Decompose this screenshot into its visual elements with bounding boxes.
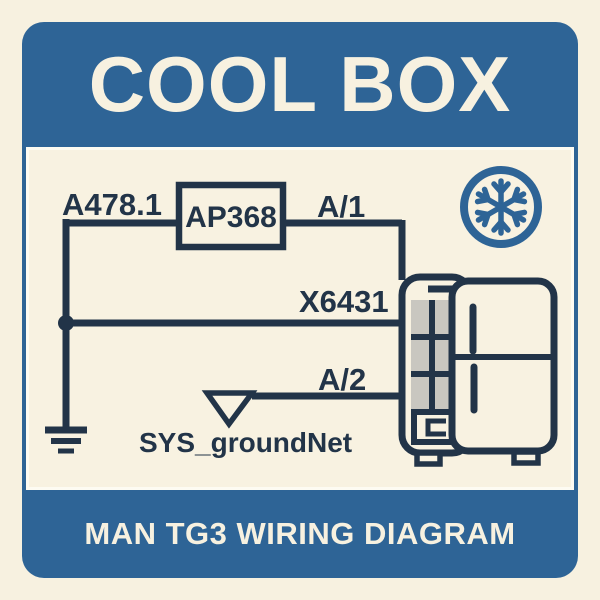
ground-net-triangle [201,390,258,429]
label-connector: X6431 [299,284,389,319]
label-pin-top: A/1 [317,189,365,224]
junction-dot [58,315,74,331]
fridge-feet [414,449,541,467]
page-title: COOL BOX [88,40,512,128]
label-component: AP368 [185,201,277,234]
label-supply-wire: A478.1 [62,187,162,222]
footer-title: MAN TG3 WIRING DIAGRAM [84,516,516,551]
header: COOL BOX [22,22,578,147]
ground-symbol [45,426,87,454]
footer: MAN TG3 WIRING DIAGRAM [22,490,578,578]
fridge-bottom-compartment [411,409,457,445]
label-ground-net: SYS_groundNet [139,427,352,458]
snowflake-icon [460,166,542,248]
fridge-grid-lines [411,300,452,410]
fridge-compartment-handle [425,418,446,437]
fridge-handles [469,303,478,414]
fridge-illustration [398,273,558,467]
label-pin-bottom: A/2 [318,362,366,397]
component-box [175,181,287,251]
wires [62,219,406,430]
fridge-door [448,277,558,455]
